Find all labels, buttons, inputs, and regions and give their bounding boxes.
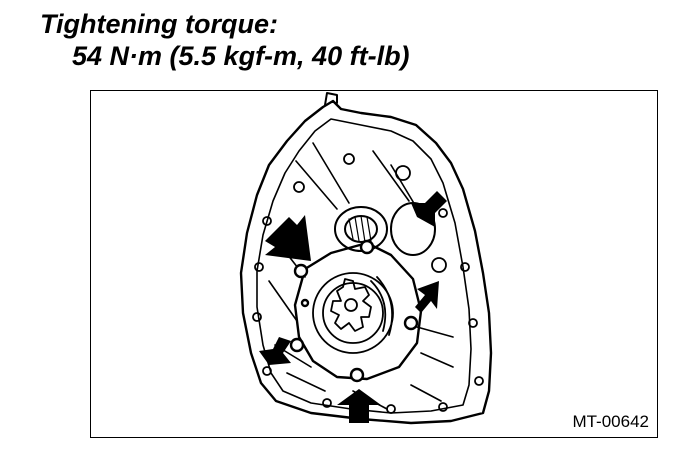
- bolt-right: [403, 315, 419, 331]
- bearing-bore: [334, 202, 436, 256]
- arrow-lower-left: [259, 337, 291, 365]
- torque-label: Tightening torque:: [40, 9, 278, 39]
- arrow-right: [415, 281, 439, 313]
- arrows: [259, 191, 447, 423]
- housing-inner-flange: [256, 118, 472, 414]
- tightening-torque-heading: Tightening torque: 54 N·m (5.5 kgf-m, 40…: [40, 8, 410, 72]
- bolt-bottom: [349, 367, 365, 383]
- arrow-upper-left: [265, 215, 311, 261]
- arrow-bottom: [337, 389, 381, 423]
- bolt-left: [293, 263, 309, 279]
- housing-ribs: [268, 142, 454, 410]
- figure-code: MT-00642: [572, 412, 649, 431]
- arrow-upper-right: [411, 191, 447, 227]
- oil-pump-housing-drawing: [239, 92, 493, 425]
- pump-cover-bolts: [289, 239, 419, 383]
- torque-value: 54 N·m (5.5 kgf-m, 40 ft-lb): [72, 41, 410, 71]
- bolt-top: [359, 239, 375, 255]
- housing-outline: [239, 99, 493, 425]
- figure-frame: MT-00642: [90, 90, 658, 438]
- flange-bolt-holes: [252, 153, 484, 414]
- oil-pump-rotor: [312, 272, 394, 354]
- bolt-lower-left: [289, 337, 305, 353]
